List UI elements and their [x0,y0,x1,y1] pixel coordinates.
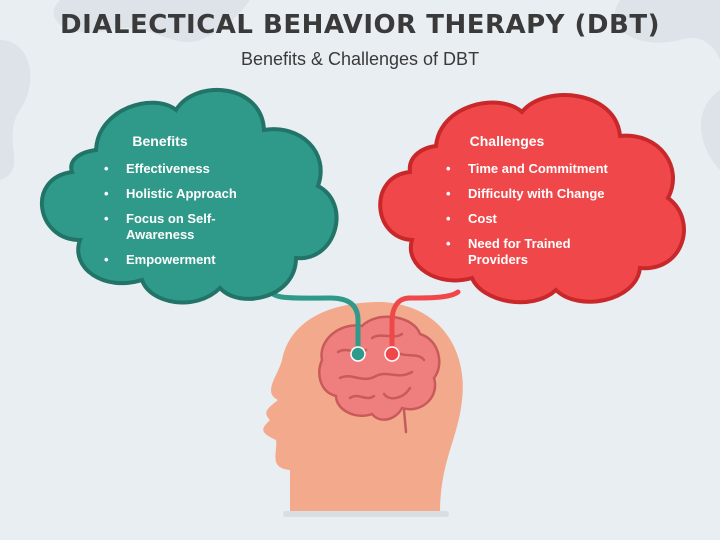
challenges-item: Cost [442,211,632,227]
benefits-item: Effectiveness [100,161,260,177]
page-subtitle: Benefits & Challenges of DBT [240,49,480,69]
head-base-shadow [283,511,449,517]
benefits-panel: Benefits Effectiveness Holistic Approach… [100,133,260,277]
challenges-list: Time and Commitment Difficulty with Chan… [442,161,632,268]
challenges-item: Need for Trained Providers [442,236,632,268]
benefits-item: Focus on Self-Awareness [100,211,260,243]
benefits-item: Holistic Approach [100,186,260,202]
challenges-heading: Challenges [469,133,545,149]
brain-icon [318,315,441,434]
benefits-connector-node [350,346,366,362]
challenges-item: Difficulty with Change [442,186,632,202]
challenges-item: Time and Commitment [442,161,632,177]
challenges-panel: Challenges Time and Commitment Difficult… [442,133,632,277]
page-title: DIALECTICAL BEHAVIOR THERAPY (DBT) [60,10,660,40]
benefits-heading: Benefits [132,133,188,149]
benefits-item: Empowerment [100,252,260,268]
challenges-connector-node [384,346,400,362]
benefits-connector [265,285,361,355]
challenges-connector [389,289,461,355]
benefits-list: Effectiveness Holistic Approach Focus on… [100,161,260,268]
